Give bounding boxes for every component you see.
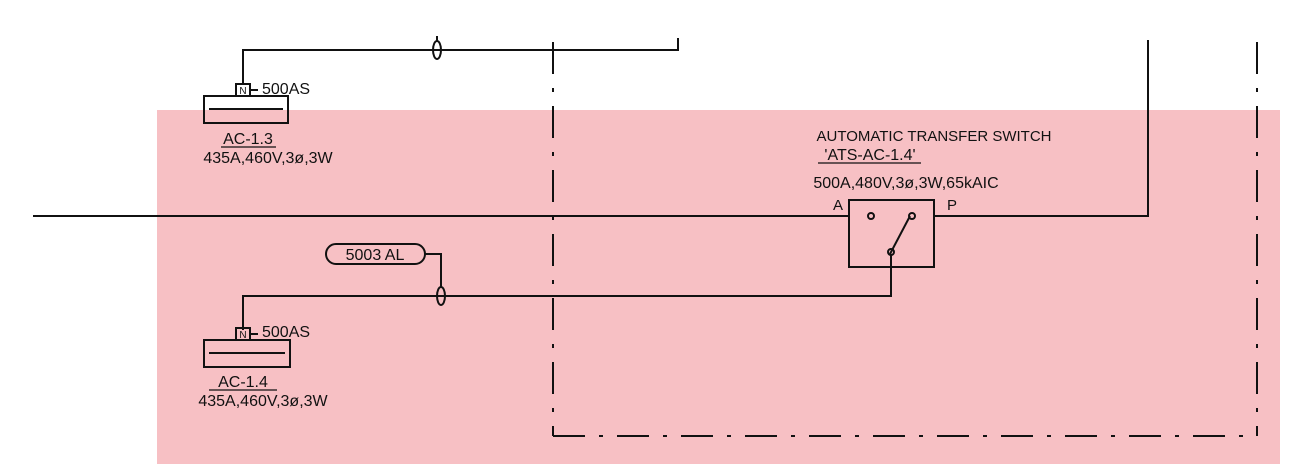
ats-switch-blade: [889, 215, 911, 255]
panel-upper-name: AC-1.3: [223, 131, 273, 148]
feeder-tag-leader: [425, 253, 442, 287]
ats-spec: 500A,480V,3ø,3W,65kAIC: [813, 175, 998, 192]
panel-lower-n-label: N: [239, 330, 246, 341]
feeder-upper: [242, 38, 679, 85]
highlight-region: [157, 110, 1280, 464]
panel-lower-rating: 500AS: [262, 324, 310, 341]
panel-upper-box: [203, 95, 289, 124]
panel-lower-box: [203, 339, 291, 368]
feeder-tag-capsule: [325, 243, 426, 265]
ats-terminal-p: P: [947, 197, 957, 214]
panel-upper-n-label: N: [239, 86, 246, 97]
load-line: [934, 40, 1149, 217]
feeder-tag-label: 5003 AL: [346, 247, 405, 264]
ats-name: 'ATS-AC-1.4': [824, 147, 915, 164]
panel-upper-rating: 500AS: [262, 81, 310, 98]
feeder-lower: [242, 267, 892, 330]
panel-upper-spec: 435A,460V,3ø,3W: [203, 150, 333, 167]
ats-title: AUTOMATIC TRANSFER SWITCH: [816, 128, 1051, 145]
ats-terminal-a: A: [833, 197, 843, 214]
panel-lower-spec: 435A,460V,3ø,3W: [198, 393, 328, 410]
ats-contact-a: [867, 212, 875, 220]
panel-lower-name: AC-1.4: [218, 374, 268, 391]
